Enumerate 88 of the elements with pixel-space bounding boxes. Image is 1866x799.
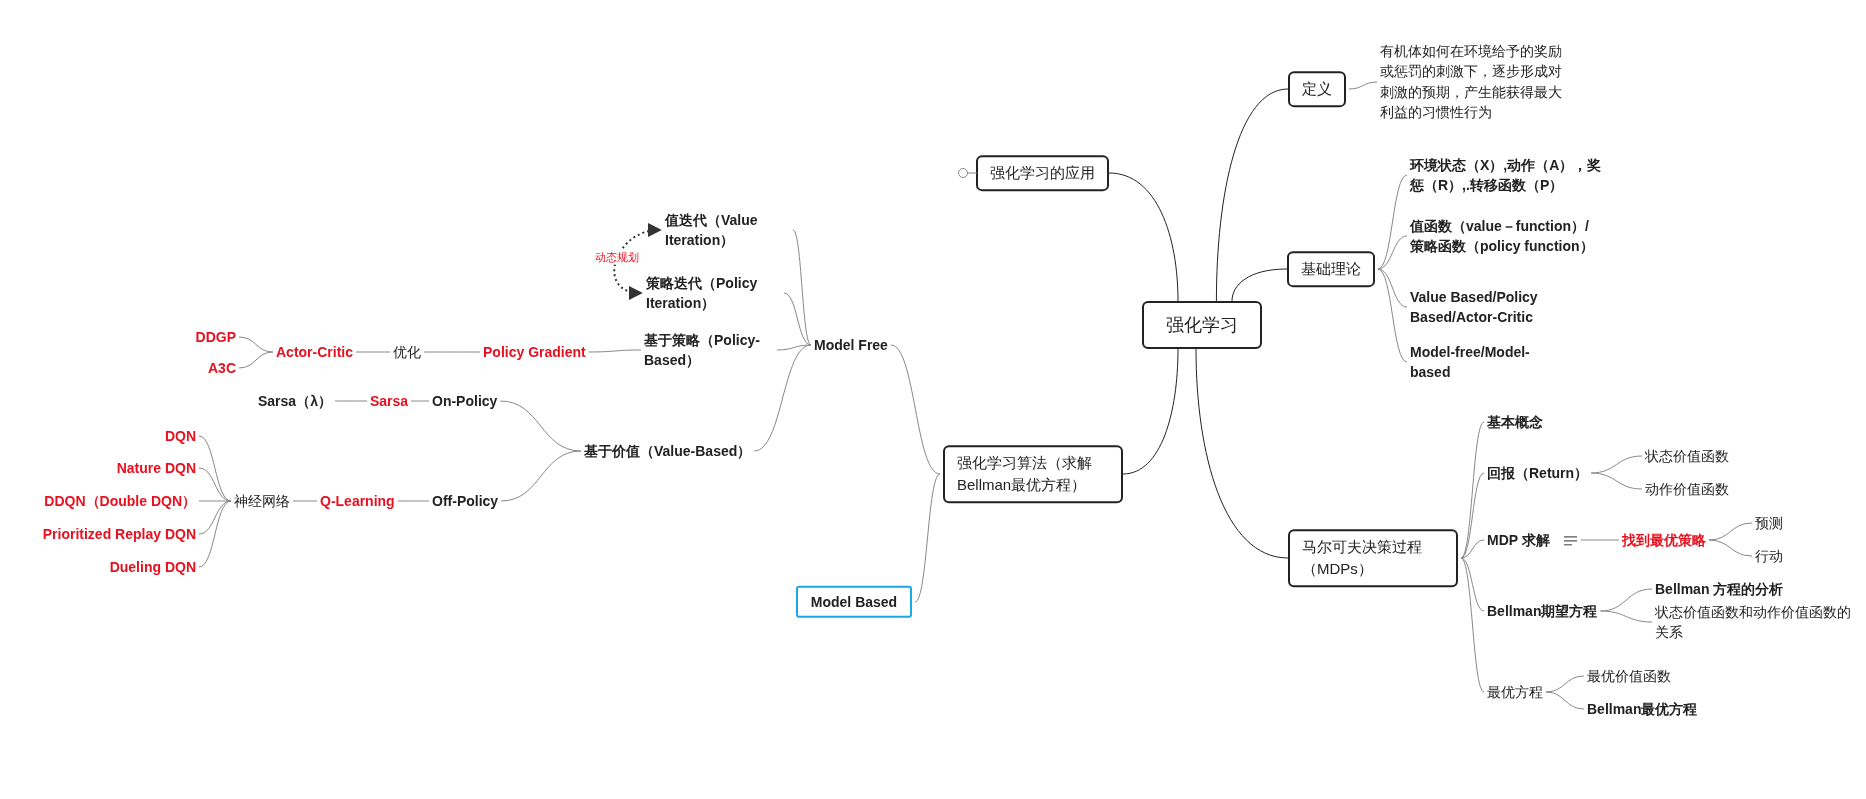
- connector-line: [1377, 235, 1408, 270]
- connector-line: [783, 292, 812, 346]
- arrow: [613, 224, 662, 299]
- topic-label: 优化: [393, 341, 421, 363]
- topic-label: 基于策略（Policy-Based）: [644, 329, 774, 371]
- connector-line: [1122, 348, 1179, 475]
- connector-line: [292, 500, 318, 502]
- connector-line: [1460, 557, 1485, 693]
- connector-line: [1708, 522, 1753, 541]
- topic-label: On-Policy: [432, 390, 498, 412]
- topic-label: 行动: [1755, 545, 1783, 567]
- connector-line: [1708, 539, 1753, 557]
- topic-label: 神经网络: [234, 490, 290, 512]
- connector-line: [1545, 675, 1585, 693]
- topic-label: Bellman最优方程: [1587, 698, 1698, 720]
- connector-line: [1377, 174, 1408, 270]
- topic-label: Dueling DQN: [109, 556, 196, 578]
- connector-line: [753, 344, 812, 452]
- topic-label: Sarsa: [370, 390, 409, 412]
- topic-label: Bellman 方程的分析: [1655, 578, 1784, 600]
- topic-label: Nature DQN: [116, 457, 196, 479]
- connector-line: [1545, 691, 1585, 710]
- connector-line: [1348, 81, 1378, 90]
- topic-label: 值函数（value－function）/策略函数（policy function）: [1410, 215, 1600, 257]
- topic-label: Q-Learning: [320, 490, 395, 512]
- connector-line: [1460, 539, 1485, 559]
- topic-label: 回报（Return）: [1487, 462, 1589, 484]
- topic-box: 强化学习算法（求解Bellman最优方程）: [943, 445, 1123, 503]
- connector-line: [1215, 88, 1289, 302]
- connector-line: [1377, 268, 1408, 363]
- connector-line: [397, 500, 430, 502]
- topic-label: DDQN（Double DQN）: [44, 490, 196, 512]
- topic-label: 状态价值函数和动作价值函数的关系: [1655, 601, 1860, 643]
- connector-line: [1460, 557, 1485, 612]
- connector-line: [1580, 539, 1620, 541]
- connector-line: [423, 351, 481, 353]
- edge-label: 动态规划: [594, 249, 641, 265]
- topic-label: Model Free: [814, 334, 888, 356]
- topic-box: 定义: [1288, 71, 1346, 107]
- topic-label: Value Based/Policy Based/Actor-Critic: [1410, 286, 1575, 328]
- connector-line: [500, 450, 582, 502]
- topic-label: 环境状态（X）,动作（A），奖惩（R）,.转移函数（P）: [1410, 154, 1615, 196]
- connector-line: [1590, 455, 1643, 474]
- connector-line: [238, 336, 274, 353]
- connector-line: [914, 473, 941, 603]
- topic-label: Off-Policy: [432, 490, 499, 512]
- topic-box: 强化学习: [1142, 300, 1262, 350]
- connector-line: [238, 351, 274, 369]
- connector-line: [1195, 348, 1289, 559]
- topic-box: 马尔可夫决策过程（MDPs）: [1288, 529, 1458, 587]
- topic-label: 基于价值（Value-Based）: [584, 440, 752, 462]
- topic-label: 预测: [1755, 512, 1783, 534]
- connector-line: [890, 344, 941, 475]
- topic-label: 最优方程: [1487, 681, 1543, 703]
- topic-label: 策略迭代（Policy Iteration）: [646, 272, 781, 314]
- connector-line: [1460, 472, 1485, 559]
- topic-box: 强化学习的应用: [976, 155, 1109, 191]
- topic-label: 状态价值函数: [1645, 445, 1729, 467]
- topic-label: DQN: [164, 425, 196, 447]
- connector-line: [198, 500, 232, 568]
- connector-line: [792, 229, 812, 346]
- topic-label: 找到最优策略: [1622, 529, 1706, 551]
- connector-line: [355, 351, 391, 353]
- connector-line: [1231, 268, 1288, 302]
- topic-box: Model Based: [796, 585, 912, 619]
- connector-line: [410, 400, 430, 402]
- topic-label: 动作价值函数: [1645, 478, 1729, 500]
- topic-label: Model-free/Model-based: [1410, 341, 1560, 383]
- topic-box: 基础理论: [1287, 251, 1375, 287]
- topic-label: Prioritized Replay DQN: [42, 523, 196, 545]
- topic-label: 基本概念: [1487, 411, 1543, 433]
- connector-line: [588, 349, 642, 353]
- connector-line: [1108, 172, 1179, 302]
- connector-line: [1460, 421, 1485, 559]
- topic-label: Sarsa（λ）: [258, 390, 332, 412]
- topic-label: MDP 求解: [1487, 531, 1550, 548]
- topic-label: A3C: [208, 357, 236, 379]
- topic-label: DDGP: [195, 326, 236, 348]
- topic-label: Policy Gradient: [483, 341, 586, 363]
- topic-label: 值迭代（Value Iteration）: [665, 209, 790, 251]
- connector-line: [334, 400, 368, 402]
- definition-text: 有机体如何在环境给予的奖励或惩罚的刺激下，逐步形成对刺激的预期，产生能获得最大利益的习惯性行为: [1380, 41, 1570, 123]
- connector-line: [499, 400, 582, 452]
- connector-line: [1590, 472, 1643, 490]
- topic-label: Bellman期望方程: [1487, 600, 1598, 622]
- topic-label: Actor-Critic: [276, 341, 353, 363]
- topic-label: 最优价值函数: [1587, 665, 1671, 687]
- connector-line: [1599, 610, 1653, 623]
